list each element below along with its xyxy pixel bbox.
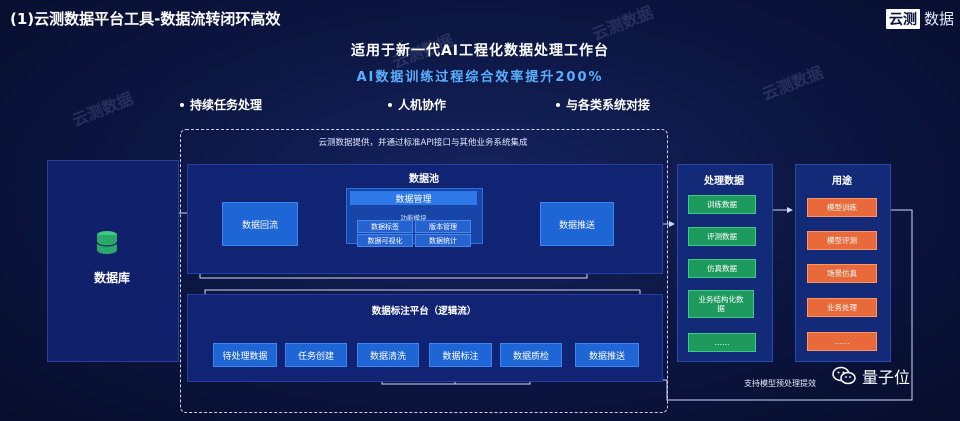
data-inflow-node: 数据回流	[222, 202, 298, 246]
usage-title: 用途	[832, 176, 852, 187]
database-panel	[47, 160, 179, 362]
platform-boundary	[180, 129, 668, 413]
bullet-icon	[180, 102, 184, 107]
slide-title: (1)云测数据平台工具-数据流转闭环高效	[10, 10, 281, 28]
step-quality-check: 数据质检	[500, 343, 562, 367]
processing-item: 评测数据	[688, 227, 756, 246]
labeling-platform-title: 数据标注平台（逻辑流）	[371, 306, 477, 317]
usage-panel	[795, 164, 891, 362]
module-chip: 数据统计	[415, 234, 471, 247]
step-pending-data: 待处理数据	[213, 343, 277, 367]
database-icon	[96, 231, 118, 254]
function-modules-label: 功能模块	[400, 214, 427, 222]
data-management-title: 数据管理	[350, 191, 477, 205]
processing-item: 仿真数据	[688, 259, 756, 278]
module-chip: 版本管理	[415, 220, 471, 233]
usage-item: 模型评测	[807, 231, 877, 250]
processing-data-title: 处理数据	[704, 176, 744, 187]
labeling-platform-panel	[187, 294, 663, 382]
bullet-icon	[388, 102, 392, 107]
data-push-node: 数据推送	[540, 202, 614, 246]
bullet-icon	[556, 102, 560, 107]
database-label: 数据库	[93, 271, 130, 285]
module-chip: 数据可视化	[357, 234, 413, 247]
processing-item: 业务结构化数据	[688, 290, 754, 318]
integration-note: 云测数据提供，并通过标准API接口与其他业务系统集成	[318, 138, 528, 148]
feature-item: 持续任务处理	[180, 96, 262, 113]
feature-item: 人机协作	[388, 96, 446, 113]
step-data-labeling: 数据标注	[429, 343, 492, 367]
feature-item: 与各类系统对接	[556, 96, 650, 113]
data-pool-title: 数据池	[409, 174, 439, 185]
headline: 适用于新一代AI工程化数据处理工作台	[350, 43, 610, 59]
step-data-cleaning: 数据清洗	[357, 343, 419, 367]
preprocessing-note: 支持模型预处理提效	[744, 379, 816, 388]
usage-item: ……	[807, 332, 877, 351]
module-chip: 数据标签	[357, 220, 413, 233]
usage-item: 业务处理	[807, 298, 877, 317]
subline: AI数据训练过程综合效率提升200%	[356, 70, 604, 85]
processing-item: ……	[688, 333, 756, 352]
wechat-account-name: 量子位	[862, 368, 911, 387]
brand-logo-box: 云测	[885, 8, 920, 29]
step-data-push: 数据推送	[575, 343, 639, 367]
usage-item: 场景仿真	[807, 264, 877, 283]
wechat-icon	[832, 366, 856, 385]
step-task-creation: 任务创建	[285, 343, 347, 367]
usage-item: 模型训练	[807, 198, 877, 217]
brand-logo-text: 数据	[923, 10, 954, 28]
brand-logo: 云测 数据	[885, 8, 954, 29]
wechat-account: 量子位	[832, 364, 910, 388]
processing-item: 训练数据	[688, 195, 756, 214]
